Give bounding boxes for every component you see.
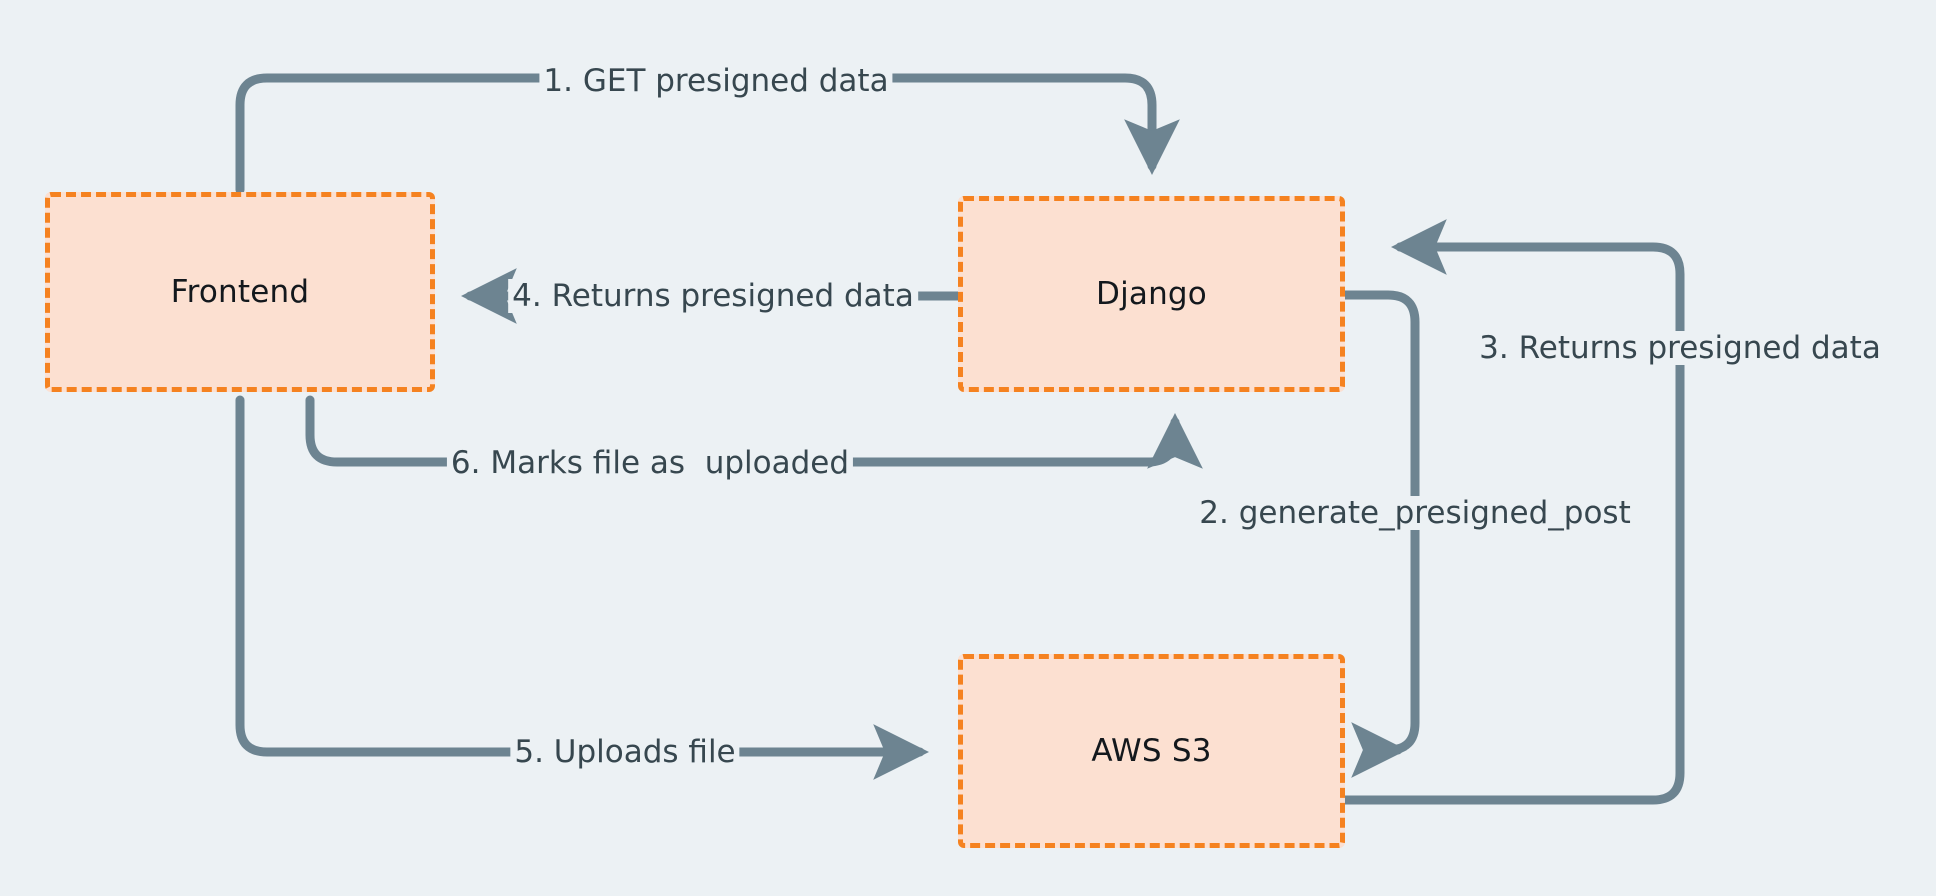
node-aws-s3[interactable]: AWS S3 — [958, 654, 1345, 848]
node-aws-s3-label: AWS S3 — [1091, 733, 1212, 769]
node-frontend[interactable]: Frontend — [45, 192, 435, 392]
node-frontend-label: Frontend — [170, 274, 310, 310]
connector-3-returns-presigned-data — [1340, 219, 1685, 805]
edge-label-4: 4. Returns presigned data — [508, 279, 918, 313]
edge-label-3: 3. Returns presigned data — [1475, 331, 1885, 365]
edge-label-5: 5. Uploads file — [510, 735, 740, 769]
edge-label-6: 6. Marks file as uploaded — [446, 446, 854, 480]
edge-label-2: 2. generate_presigned_post — [1195, 496, 1635, 530]
node-django-label: Django — [1096, 276, 1207, 312]
connector-5-uploads-file — [235, 395, 930, 780]
node-django[interactable]: Django — [958, 196, 1345, 392]
edge-label-1: 1. GET presigned data — [539, 64, 893, 98]
